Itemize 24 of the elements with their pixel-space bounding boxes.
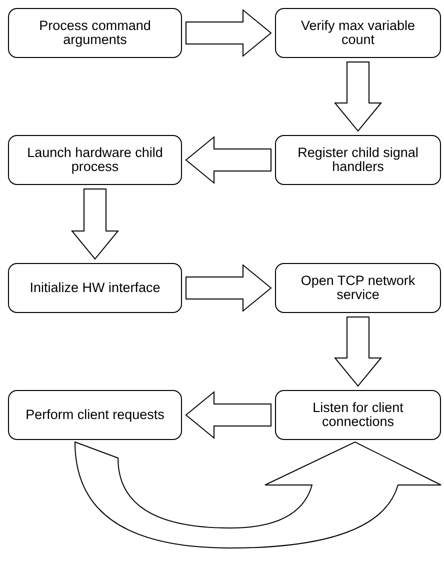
step-label: Verify max variable count [300,18,416,48]
process-box [275,263,441,313]
block-arrow [186,8,272,58]
step-label: Listen for client connections [312,400,404,430]
block-arrow [185,136,272,184]
process-box [275,390,441,440]
step-label: Open TCP network service [300,274,416,302]
step-label: Process command arguments [38,18,152,48]
step-label: Perform client requests [26,408,164,422]
process-box [8,8,182,58]
block-arrow [334,316,382,387]
process-box [8,263,182,313]
step-label: Launch hardware child process [26,146,164,174]
process-box [8,135,182,185]
block-arrow [74,442,442,548]
process-box [8,390,182,440]
block-arrow [186,264,272,312]
process-box [275,8,441,58]
block-arrow [185,390,272,440]
step-label: Initialize HW interface [30,280,160,296]
block-arrow [334,62,382,132]
process-box [275,135,441,185]
block-arrow [70,188,120,260]
step-label: Register child signal handlers [296,146,420,174]
